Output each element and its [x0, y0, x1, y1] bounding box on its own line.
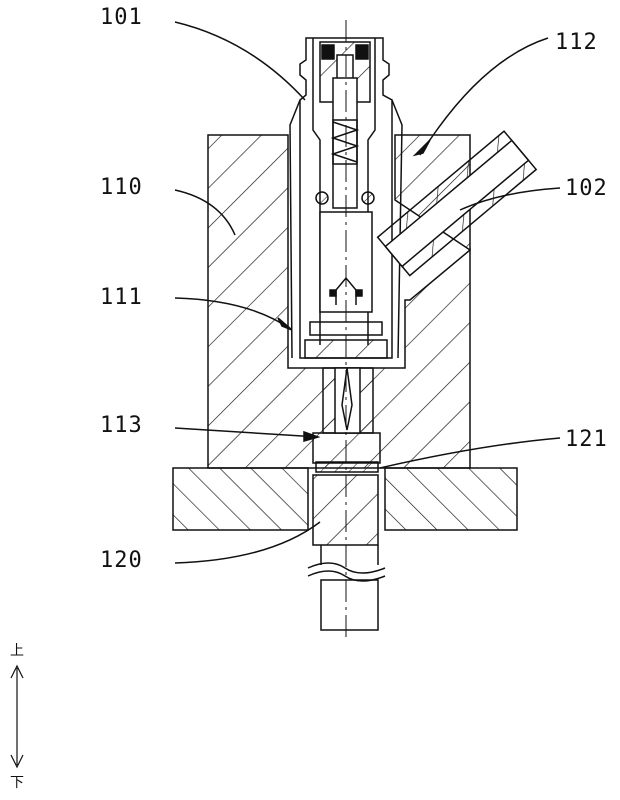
label-101: 101	[100, 5, 143, 30]
label-up: 上	[10, 643, 24, 659]
label-112: 112	[555, 30, 598, 55]
label-111: 111	[100, 285, 143, 310]
spring	[330, 121, 360, 163]
label-120: 120	[100, 548, 143, 573]
feed-tube-102	[376, 130, 538, 277]
seal-121	[315, 461, 379, 473]
label-102: 102	[565, 176, 608, 201]
base-plate	[172, 467, 309, 531]
label-113: 113	[100, 413, 143, 438]
label-110: 110	[100, 175, 143, 200]
label-down: 下	[10, 775, 24, 791]
label-121: 121	[565, 427, 608, 452]
